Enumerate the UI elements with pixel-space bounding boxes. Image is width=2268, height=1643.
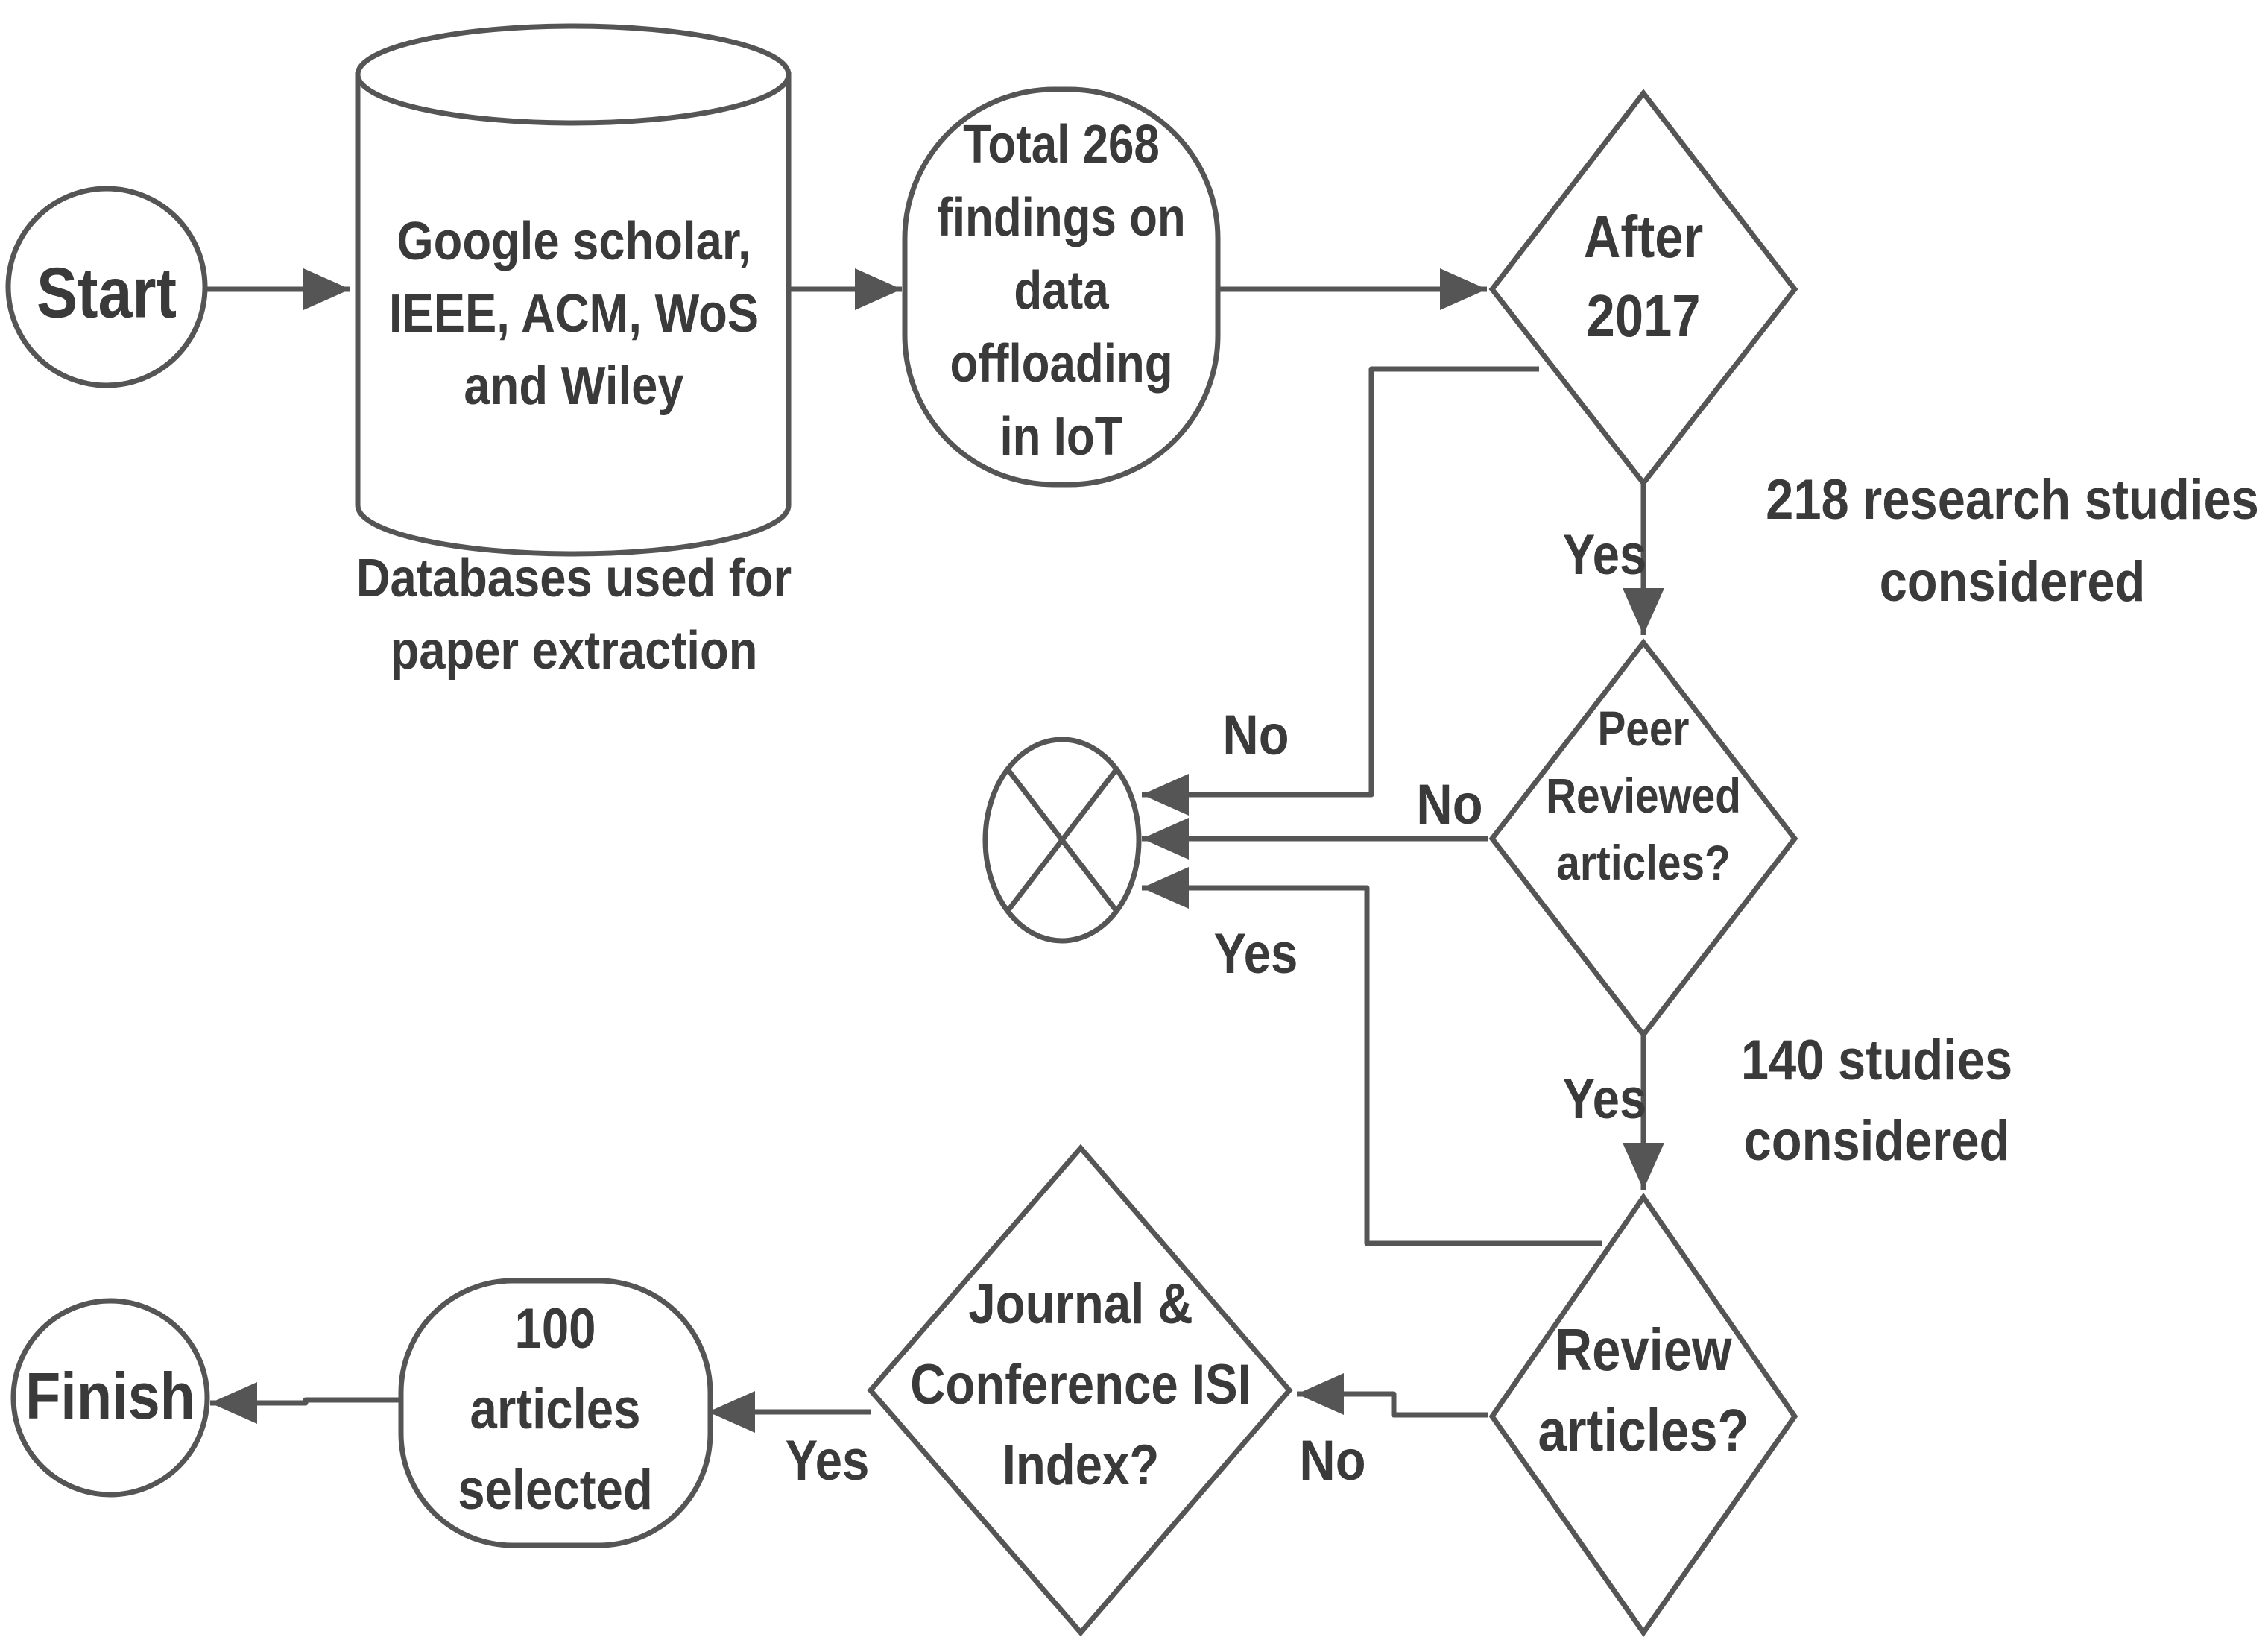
edge-label-peer-reviewed-no: No — [1416, 773, 1482, 836]
text-line: considered — [1744, 1109, 2010, 1173]
selected-node — [398, 1278, 713, 1548]
text-line: After — [1584, 203, 1704, 270]
text-line: 100 — [514, 1297, 596, 1360]
edge-review-articles-no — [1297, 1373, 1488, 1418]
connectors — [207, 268, 1664, 1433]
text-line: articles? — [1556, 836, 1730, 891]
text-line: and Wiley — [464, 356, 683, 416]
edge-selected-to-finish — [210, 1382, 399, 1424]
databases-node — [355, 23, 792, 557]
text-line: considered — [1880, 550, 2146, 614]
text-line: Google scholar, — [397, 212, 751, 271]
review-articles-label: Review articles? — [1538, 1316, 1749, 1463]
edge-label-journal-yes: Yes — [786, 1429, 870, 1492]
total-findings-node — [902, 86, 1221, 488]
text-line: 140 studies — [1741, 1029, 2012, 1092]
start-node: Start — [5, 186, 208, 388]
start-label: Start — [37, 253, 177, 332]
text-line: 218 research studies — [1766, 468, 2259, 532]
text-line: Peer — [1597, 701, 1689, 757]
databases-caption: Databases used for paper extraction — [356, 549, 792, 681]
after-2017-label: After 2017 — [1584, 203, 1704, 349]
edge-label-peer-reviewed-yes: Yes — [1563, 1068, 1647, 1131]
peer-reviewed-decision — [1488, 638, 1798, 1039]
edge-label-after-2017-no: No — [1222, 704, 1289, 767]
text-line: articles — [470, 1378, 641, 1441]
text-line: paper extraction — [391, 621, 758, 681]
edge-after-2017-no — [1142, 366, 1539, 816]
journal-conference-label: Journal & Conference ISI Index? — [910, 1273, 1251, 1497]
databases-label: Google scholar, IEEE, ACM, WoS and Wiley — [389, 212, 759, 416]
edge-review-articles-yes — [1142, 867, 1602, 1246]
after-2017-note: 218 research studies considered — [1766, 468, 2259, 614]
edge-label-review-articles-yes: Yes — [1214, 922, 1298, 986]
text-line: in IoT — [999, 407, 1122, 467]
edge-label-review-articles-no: No — [1299, 1429, 1365, 1492]
text-line: selected — [458, 1458, 653, 1521]
edge-label-after-2017-yes: Yes — [1563, 523, 1647, 587]
peer-reviewed-note: 140 studies considered — [1741, 1029, 2012, 1173]
review-articles-decision — [1488, 1192, 1798, 1638]
text-line: Index? — [1002, 1434, 1160, 1497]
text-line: IEEE, ACM, WoS — [389, 284, 759, 344]
total-findings-label: Total 268 findings on data offloading in IoT — [937, 115, 1185, 467]
text-line: findings on — [937, 188, 1185, 247]
text-line: Conference ISI — [910, 1353, 1251, 1416]
text-line: data — [1014, 261, 1109, 321]
text-line: Total 268 — [963, 115, 1160, 174]
text-line: offloading — [950, 334, 1172, 394]
reject-symbol — [982, 737, 1142, 944]
text-line: 2017 — [1586, 282, 1700, 349]
text-line: Databases used for — [356, 549, 792, 608]
text-line: articles? — [1538, 1396, 1749, 1463]
after-2017-decision — [1488, 89, 1798, 488]
finish-label: Finish — [25, 1360, 195, 1434]
journal-conference-decision — [867, 1144, 1293, 1637]
text-line: Journal & — [968, 1273, 1193, 1336]
text-line: Reviewed — [1546, 769, 1741, 824]
text-line: Review — [1555, 1316, 1732, 1383]
finish-node: Finish — [10, 1298, 210, 1498]
selected-label: 100 articles selected — [458, 1297, 653, 1521]
